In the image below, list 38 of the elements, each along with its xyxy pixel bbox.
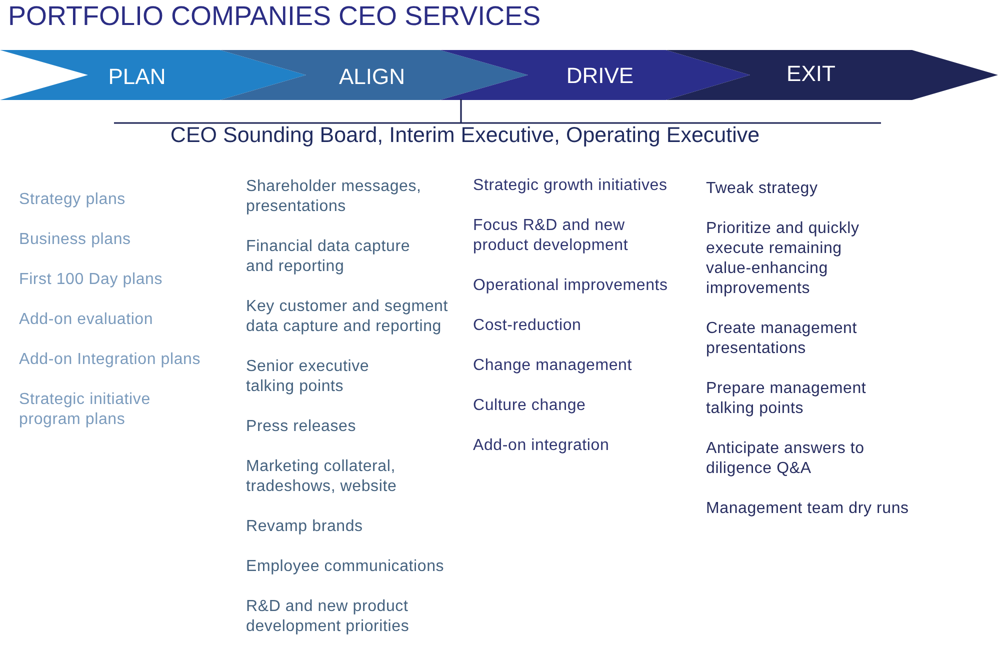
list-item-text: R&D and new product development priorities <box>246 597 410 637</box>
list-item-text: Press releases <box>246 417 356 437</box>
list-item-text: Shareholder messages, presentations <box>246 177 422 217</box>
list-item-text: Management team dry runs <box>706 499 909 519</box>
list-item-text: Prepare management talking points <box>706 379 868 419</box>
caption-text: CEO Sounding Board, Interim Executive, Operating Executive <box>170 122 760 148</box>
phase-label: ALIGN <box>338 64 406 90</box>
process-step <box>666 50 998 100</box>
list-item-text: Employee communications <box>246 557 444 577</box>
phase-label: EXIT <box>786 61 836 87</box>
list-item-text: Add-on evaluation <box>19 310 154 330</box>
page-title: PORTFOLIO COMPANIES CEO SERVICES <box>8 0 541 32</box>
list-item-text: Tweak strategy <box>706 179 818 199</box>
list-item-text: Add-on integration <box>473 436 610 456</box>
list-item-text: Add-on Integration plans <box>19 350 201 370</box>
list-item-text: Strategy plans <box>19 190 126 210</box>
list-item-text: Marketing collateral, tradeshows, website <box>246 457 398 497</box>
list-item-text: Revamp brands <box>246 517 363 537</box>
list-item-text: Operational improvements <box>473 276 668 296</box>
list-item-text: Focus R&D and new product development <box>473 216 630 256</box>
process-step <box>440 50 750 100</box>
list-item-text: Culture change <box>473 396 586 416</box>
list-item-text: Senior executive talking points <box>246 357 370 397</box>
phase-label: PLAN <box>108 64 166 90</box>
list-item-text: Prioritize and quickly execute remaining value-enhancing improvements <box>706 219 860 299</box>
process-step <box>0 50 306 100</box>
phase-label: DRIVE <box>566 63 634 89</box>
list-item-text: Cost-reduction <box>473 316 582 336</box>
list-item-text: Business plans <box>19 230 131 250</box>
list-item-text: First 100 Day plans <box>19 270 163 290</box>
list-item-text: Key customer and segment data capture and reporting <box>246 297 449 337</box>
list-item-text: Anticipate answers to diligence Q&A <box>706 439 866 479</box>
process-step <box>220 50 528 100</box>
list-item-text: Strategic initiative program plans <box>19 390 152 430</box>
list-item-text: Create management presentations <box>706 319 858 359</box>
list-item-text: Change management <box>473 356 632 376</box>
list-item-text: Financial data capture and reporting <box>246 237 412 277</box>
list-item-text: Strategic growth initiatives <box>473 176 668 196</box>
